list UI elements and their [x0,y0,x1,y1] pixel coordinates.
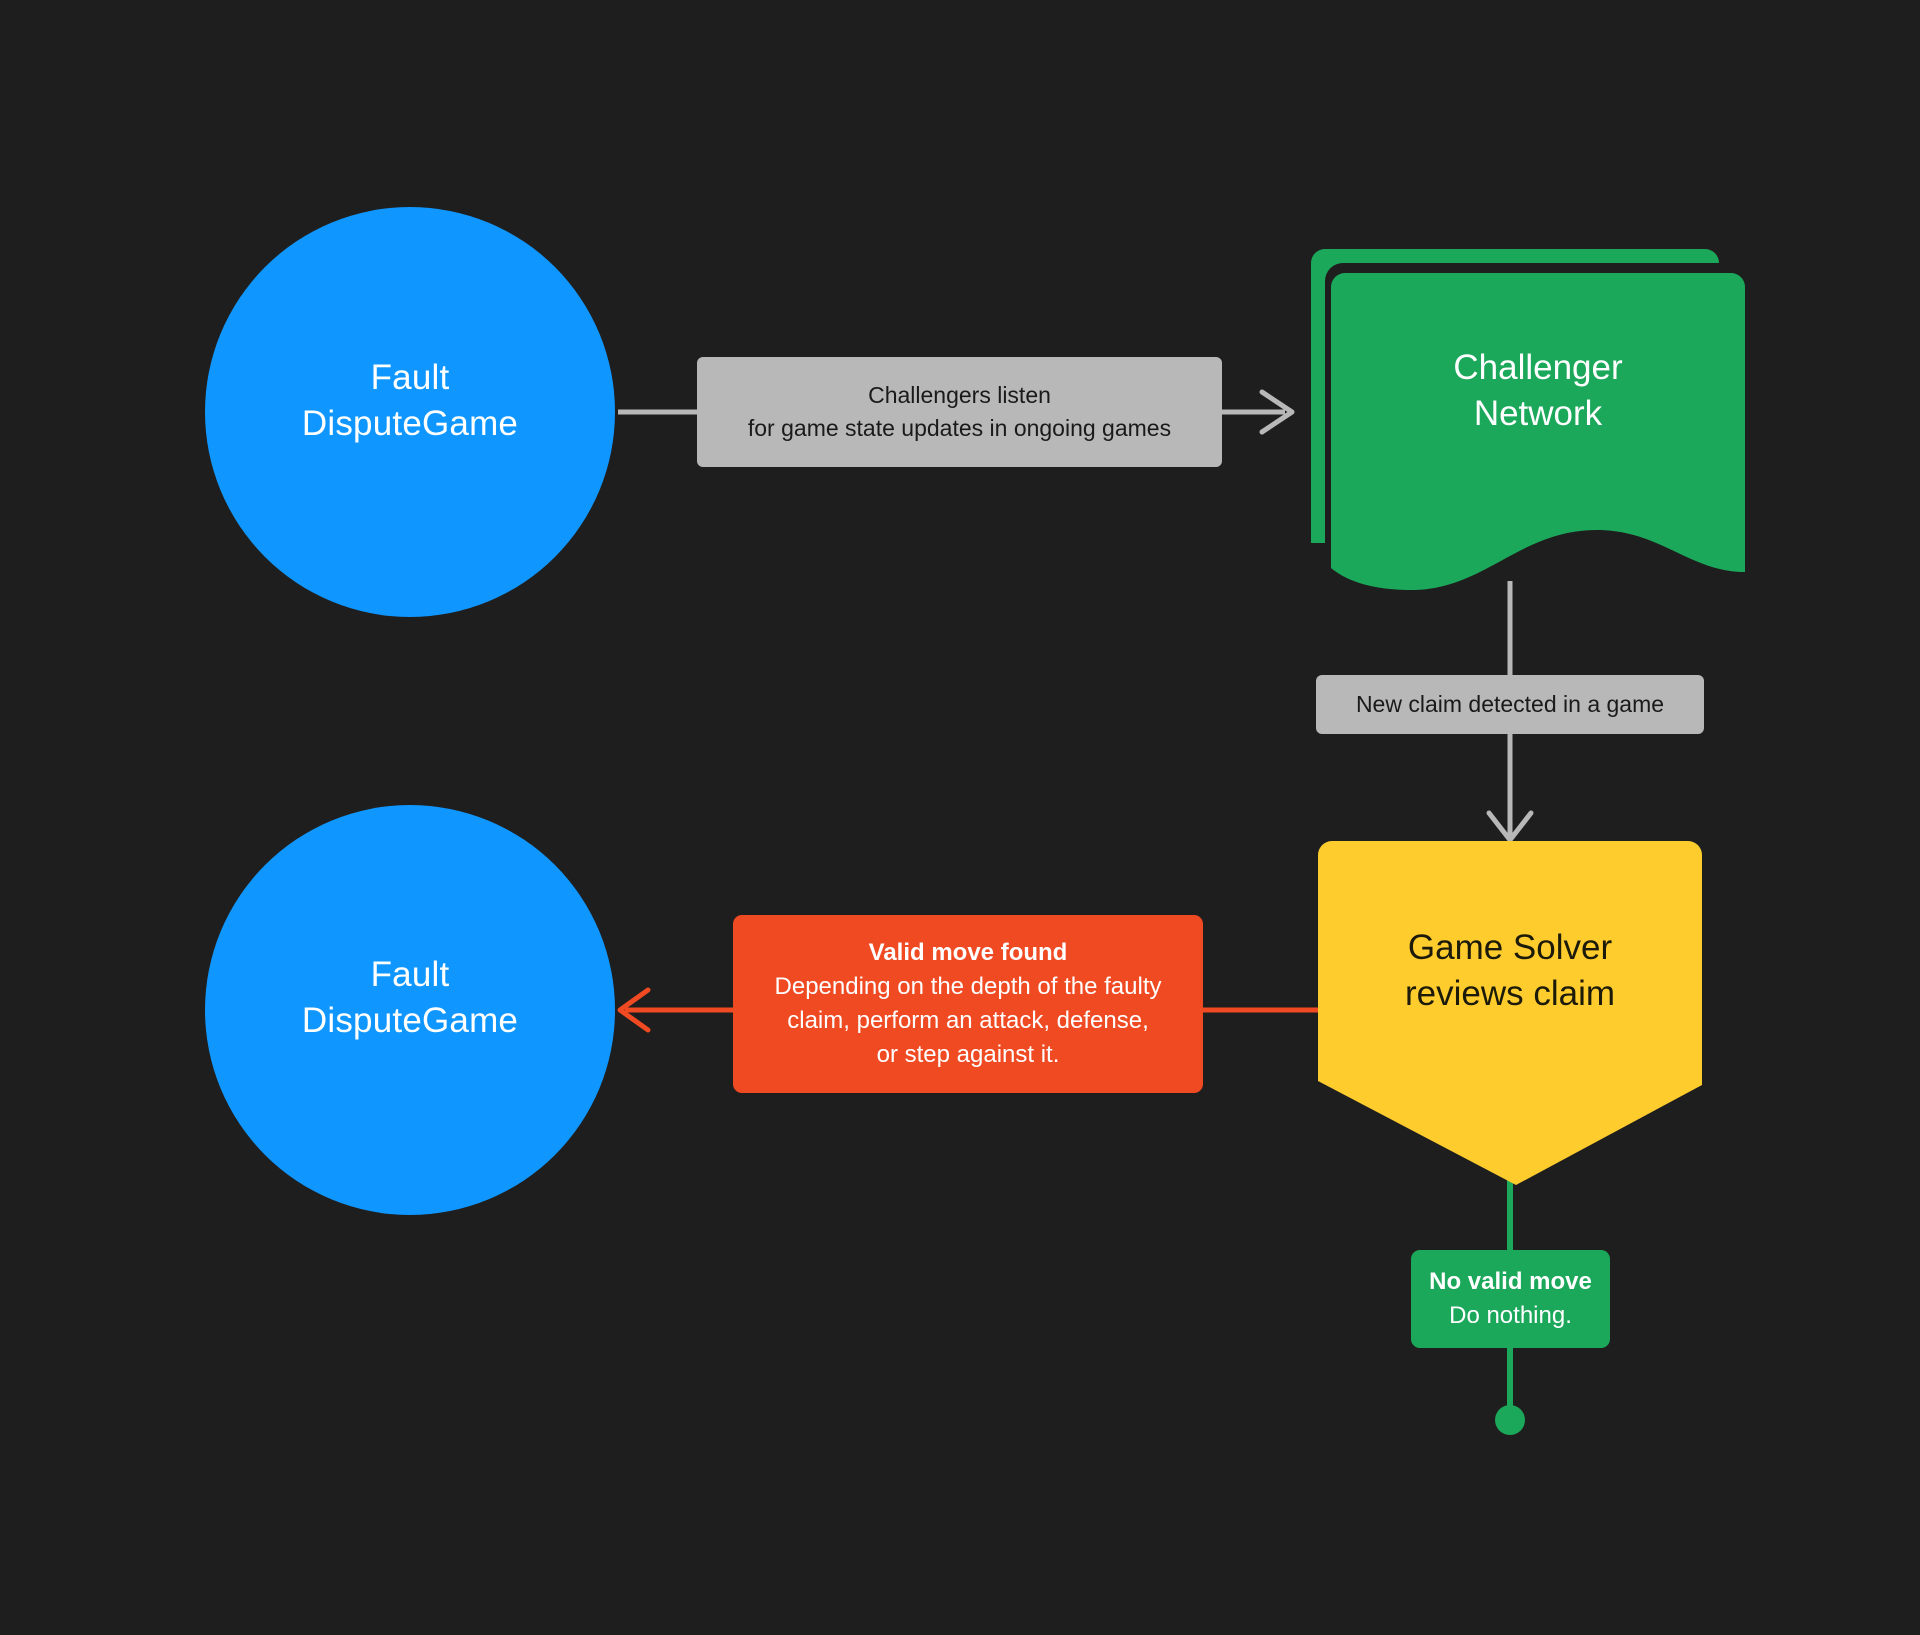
edge-label-valid-move: Valid move found Depending on the depth … [733,915,1203,1093]
edge-label-new-claim: New claim detected in a game [1316,675,1704,734]
node-game-solver-shape[interactable] [1318,841,1702,1185]
edge-label-listen-line2: for game state updates in ongoing games [747,415,1172,441]
edge-label-valid-move-line3: or step against it. [876,1041,1060,1069]
edge-label-listen-line1: Challengers listen [868,381,1051,408]
edge-label-no-valid-move-title: No valid move [1429,1267,1592,1295]
node-challenger-network-shape[interactable] [1311,249,1751,590]
challenger-network-front-sheet [1331,273,1745,590]
node-fault-dispute-game-bottom-shape[interactable] [205,805,615,1215]
edge-label-new-claim-line1: New claim detected in a game [1355,690,1665,717]
edge-label-no-valid-move: No valid move Do nothing. [1411,1250,1610,1348]
edge-label-valid-move-title: Valid move found [868,938,1068,966]
edge-label-listen: Challengers listen for game state update… [697,357,1222,467]
edge-valid-move-arrowhead [617,987,651,1033]
node-fault-dispute-game-top-shape[interactable] [205,207,615,617]
edge-no-valid-move-terminator-dot [1495,1405,1525,1435]
edge-new-claim-arrowhead [1486,810,1534,843]
edge-listen-arrowhead [1259,389,1295,435]
edge-label-valid-move-line1: Depending on the depth of the faulty [774,972,1162,1000]
edge-label-no-valid-move-line1: Do nothing. [1449,1302,1572,1329]
edge-label-valid-move-line2: claim, perform an attack, defense, [787,1007,1149,1034]
